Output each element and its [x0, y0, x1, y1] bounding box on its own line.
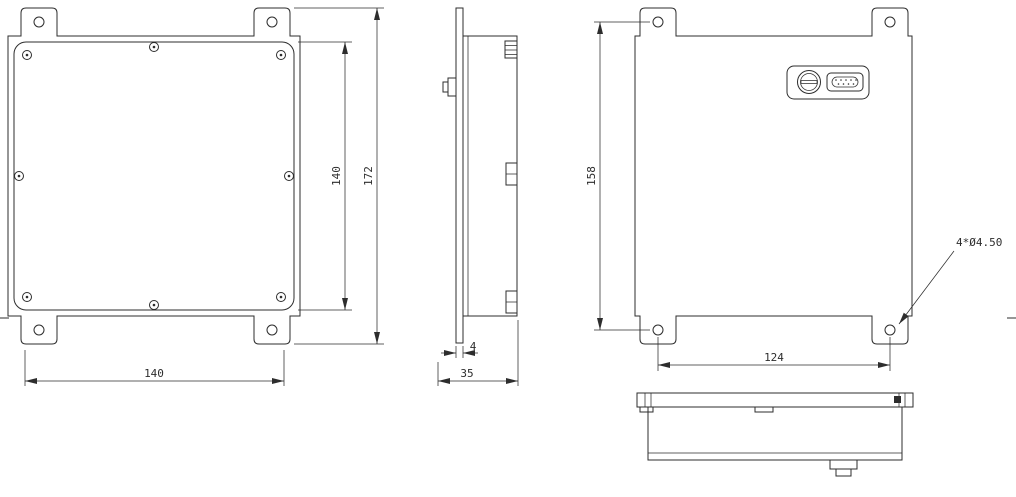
step-detail — [754, 406, 774, 413]
circular-connector — [797, 70, 821, 94]
front-outline — [7, 7, 301, 345]
dsub-connector — [826, 72, 864, 92]
dim-front-width: 140 — [24, 350, 285, 386]
dim-label: 172 — [362, 166, 375, 186]
front-view: 140 172 140 — [7, 7, 384, 386]
side-connector-left — [442, 77, 457, 97]
dim-label: 4 — [470, 340, 477, 353]
dsub-pins — [835, 79, 857, 85]
body-profile — [462, 35, 518, 317]
mounting-hole — [33, 16, 45, 28]
callout-mounting-holes: 4*Ø4.50 — [898, 236, 1002, 325]
connector-assembly — [786, 65, 870, 100]
dim-back-hole-spacing-horizontal: 124 — [657, 337, 891, 371]
bottom-view — [636, 392, 914, 477]
dim-side-flange-thickness: 4 — [441, 340, 478, 358]
mounting-hole — [884, 16, 896, 28]
bottom-connector — [829, 459, 858, 477]
dim-label: 158 — [585, 166, 598, 186]
pin-mark — [894, 396, 901, 403]
dim-label: 140 — [330, 166, 343, 186]
dim-label: 140 — [144, 367, 164, 380]
dim-label: 124 — [764, 351, 784, 364]
side-connector-block-top — [504, 40, 518, 59]
dim-back-hole-spacing-vertical: 158 — [585, 21, 650, 331]
side-boss-bottom — [505, 290, 518, 314]
mounting-hole — [266, 324, 278, 336]
mounting-hole — [652, 16, 664, 28]
bottom-body — [647, 406, 903, 461]
callout-label: 4*Ø4.50 — [956, 236, 1002, 249]
connector-bezel — [786, 65, 870, 100]
side-view: 4 35 — [437, 7, 519, 386]
screw-slot — [800, 80, 818, 84]
side-boss-middle — [505, 162, 518, 186]
flange-edge-strip — [636, 392, 914, 408]
dim-front-overall-height: 172 — [294, 7, 384, 345]
flange-profile — [455, 7, 464, 344]
mounting-hole — [266, 16, 278, 28]
cover-screws — [14, 42, 294, 310]
back-view: 158 124 4*Ø4.50 — [585, 7, 1002, 371]
back-outline — [634, 7, 913, 345]
mounting-hole — [884, 324, 896, 336]
cover-plate — [13, 41, 295, 311]
dim-front-cover-height: 140 — [298, 41, 352, 311]
step-detail — [639, 406, 654, 413]
mounting-hole — [33, 324, 45, 336]
leader-line — [898, 250, 955, 325]
dim-side-depth: 35 — [437, 320, 519, 386]
dim-label: 35 — [460, 367, 473, 380]
mounting-hole — [652, 324, 664, 336]
